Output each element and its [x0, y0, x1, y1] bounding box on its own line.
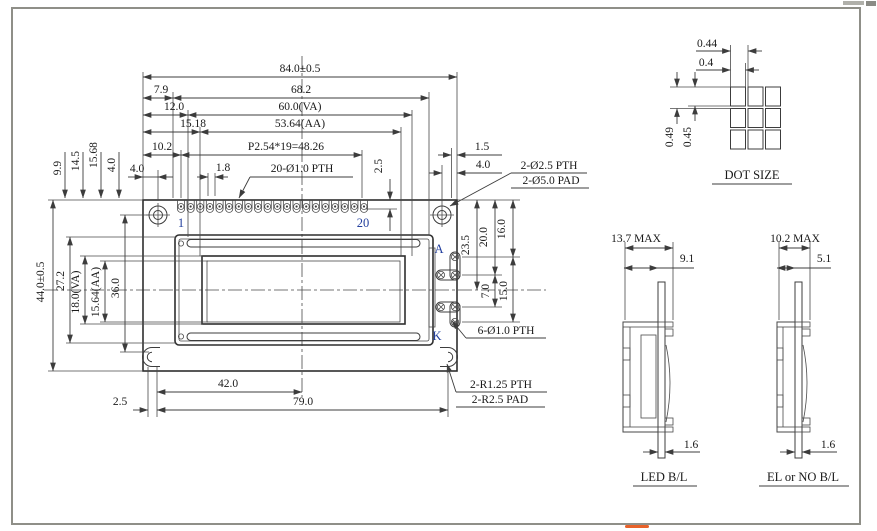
- dim-2-5-pin: 2.5: [373, 159, 385, 174]
- dim-16-0: 16.0: [496, 219, 508, 239]
- callout-r-pad: 2-R2.5 PAD: [472, 394, 528, 406]
- dim-23-5: 23.5: [460, 235, 472, 255]
- dot-size-detail: 0.44 0.4 0.49 0.45 DOT SIZE: [664, 38, 792, 185]
- dim-10-2: 10.2: [152, 141, 172, 153]
- dim-42: 42.0: [218, 378, 238, 390]
- el-dim-pcb: 1.6: [821, 439, 836, 451]
- page-frame: [11, 1, 876, 528]
- dim-pitch: P2.54*19=48.26: [248, 141, 324, 153]
- backlight-pads: A K: [432, 242, 461, 343]
- active-area: [206, 260, 401, 323]
- dim-7-0: 7.0: [480, 284, 492, 299]
- dim-4-0-top: 4.0: [106, 158, 118, 173]
- dim-4-0-left: 4.0: [130, 163, 145, 175]
- led-dim-max: 13.7 MAX: [611, 233, 662, 245]
- callout-r-pth: 2-R1.25 PTH: [470, 379, 532, 391]
- dot-dim-044: 0.44: [697, 38, 717, 50]
- viewing-area: [201, 255, 406, 325]
- dim-44: 44.0±0.5: [35, 261, 47, 302]
- dim-2-5-bottom: 2.5: [113, 396, 128, 408]
- callout-hole: 2-Ø2.5 PTH 2-Ø5.0 PAD: [449, 160, 589, 207]
- dim-1-8: 1.8: [216, 162, 231, 174]
- mounting-hole-right: [430, 165, 454, 227]
- backlight-edge-hatch: [428, 247, 436, 328]
- orange-underline-mark: [625, 525, 649, 528]
- callout-2-pad: 2-Ø5.0 PAD: [522, 175, 579, 187]
- dim-60-va: 60.0(VA): [279, 101, 322, 113]
- el-view-title: EL or NO B/L: [767, 470, 839, 484]
- dim-15-18: 15.18: [180, 118, 206, 130]
- cropped-header-fragment: [843, 1, 864, 5]
- dim-53-64-aa: 53.64(AA): [275, 118, 325, 130]
- pin20-label: 20: [357, 216, 370, 230]
- el-side-view: 10.2 MAX 5.1 1.6 EL or NO B/L: [759, 233, 849, 487]
- callout-20-pth: 20-Ø1.0 PTH: [271, 163, 334, 175]
- dim-4-0-right: 4.0: [476, 159, 491, 171]
- anode-label: A: [434, 242, 443, 256]
- dims-left: 9.9 14.5 15.68 4.0 44.0±0.5 27.2 18.0(VA…: [35, 142, 208, 372]
- dim-68-2: 68.2: [291, 84, 311, 96]
- callout-2-pth: 2-Ø2.5 PTH: [521, 160, 578, 172]
- callout-6-pth: 6-Ø1.0 PTH: [478, 325, 535, 337]
- dim-1-5: 1.5: [475, 141, 490, 153]
- dim-27-2: 27.2: [55, 271, 67, 291]
- led-view-title: LED B/L: [641, 470, 688, 484]
- el-dim-max: 10.2 MAX: [770, 233, 821, 245]
- dims-top: 84.0±0.5 7.9 68.2 12.0 60.0(VA) 15.18 53…: [128, 63, 502, 256]
- cropped-header-box: [866, 1, 876, 6]
- edge-notches: [142, 347, 458, 367]
- dim-7-9: 7.9: [154, 84, 169, 96]
- dims-right: 23.5 20.0 16.0 7.0 15.0 6-Ø1.0 PTH 2-R1.…: [446, 199, 547, 408]
- dim-15-0: 15.0: [498, 281, 510, 301]
- dim-15-64-aa: 15.64(AA): [90, 267, 102, 317]
- led-dim-depth: 9.1: [680, 253, 695, 265]
- dim-18-va: 18.0(VA): [70, 270, 82, 313]
- dim-79: 79.0: [293, 396, 313, 408]
- pin1-label: 1: [178, 216, 184, 230]
- dot-grid: [730, 86, 781, 150]
- dim-36-0: 36.0: [110, 278, 122, 298]
- led-side-view: 13.7 MAX 9.1 1.6 LED B/L: [611, 233, 700, 487]
- dim-9-9: 9.9: [52, 161, 64, 176]
- dot-size-title: DOT SIZE: [725, 168, 780, 182]
- cathode-label: K: [432, 329, 441, 343]
- dot-dim-045: 0.45: [682, 127, 694, 147]
- led-backlight-hatch: [640, 334, 657, 419]
- pin-row: [177, 200, 368, 213]
- dim-14-5: 14.5: [70, 151, 82, 171]
- dim-20-0: 20.0: [478, 227, 490, 247]
- dim-12: 12.0: [164, 101, 184, 113]
- dot-dim-049: 0.49: [664, 127, 676, 147]
- dims-bottom: 42.0 79.0 2.5: [113, 367, 449, 417]
- lcd-bezel: [174, 234, 436, 346]
- dot-dim-04: 0.4: [699, 57, 714, 69]
- el-dim-depth: 5.1: [817, 253, 832, 265]
- led-dim-pcb: 1.6: [684, 439, 699, 451]
- dim-15-68: 15.68: [88, 142, 100, 168]
- dim-84: 84.0±0.5: [280, 63, 321, 75]
